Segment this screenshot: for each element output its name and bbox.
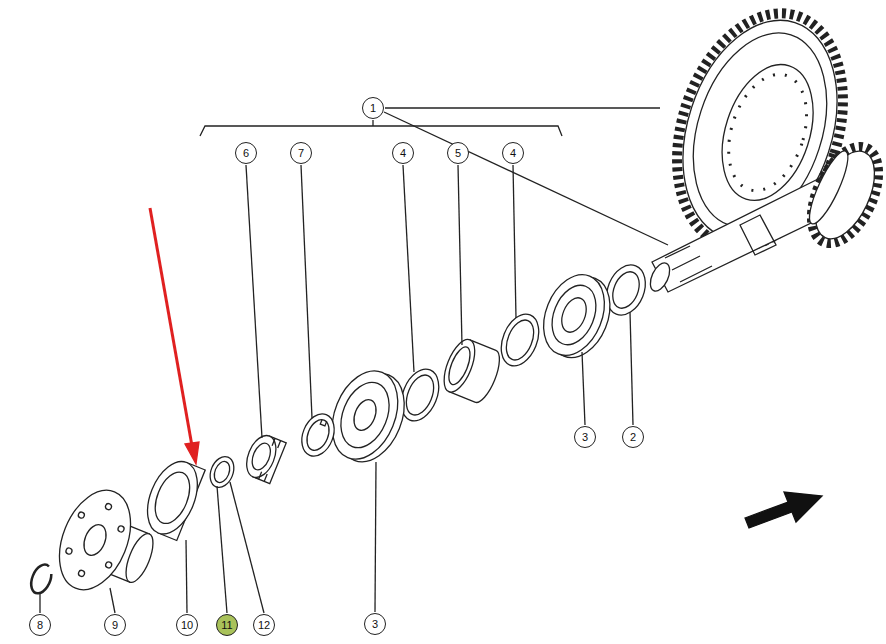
direction-arrow — [745, 492, 822, 528]
pinion-shaft — [646, 136, 886, 294]
o-ring — [206, 453, 238, 491]
slotted-nut — [241, 431, 286, 483]
callout-number: 6 — [243, 148, 249, 159]
callout-circle: 1 — [362, 97, 384, 119]
callout-number: 1 — [370, 103, 376, 114]
leader-line — [384, 112, 668, 245]
callout-circle: 4 — [392, 142, 414, 164]
lock-washer — [296, 409, 340, 461]
bearing — [532, 266, 621, 367]
callout-number: 4 — [400, 148, 406, 159]
callout-number: 4 — [510, 148, 516, 159]
callout-number: 11 — [221, 620, 232, 631]
callout-circle: 3 — [364, 613, 386, 635]
callout-number: 12 — [258, 620, 270, 631]
leader-line — [372, 120, 373, 126]
oil-seal — [138, 454, 207, 541]
callout-circle: 2 — [622, 426, 644, 448]
callout-number: 2 — [630, 432, 636, 443]
callout-circle: 8 — [29, 614, 51, 636]
callout-number: 9 — [112, 620, 118, 631]
leader-lines — [40, 165, 633, 613]
callout-circle: 9 — [104, 614, 126, 636]
bearing — [320, 361, 417, 471]
callout-number: 3 — [582, 432, 588, 443]
callout-number: 3 — [372, 619, 378, 630]
callout-number: 5 — [455, 148, 461, 159]
callout-circle: 5 — [447, 142, 469, 164]
group-bracket — [200, 126, 562, 136]
pointer-arrow — [150, 208, 199, 464]
callout-circle: 4 — [502, 142, 524, 164]
callout-number: 7 — [298, 148, 304, 159]
callout-circle: 10 — [176, 614, 198, 636]
callout-number: 10 — [181, 620, 193, 631]
shim-ring — [494, 309, 546, 372]
circlip — [27, 562, 55, 597]
leader-line — [385, 107, 660, 108]
callout-circle: 11 — [216, 614, 238, 636]
callout-circle: 3 — [574, 426, 596, 448]
spacer-sleeve — [438, 335, 505, 406]
callout-circle: 7 — [290, 142, 312, 164]
drive-flange — [46, 480, 168, 610]
callout-circle: 12 — [253, 614, 275, 636]
callout-circle: 6 — [235, 142, 257, 164]
callout-number: 8 — [37, 620, 43, 631]
